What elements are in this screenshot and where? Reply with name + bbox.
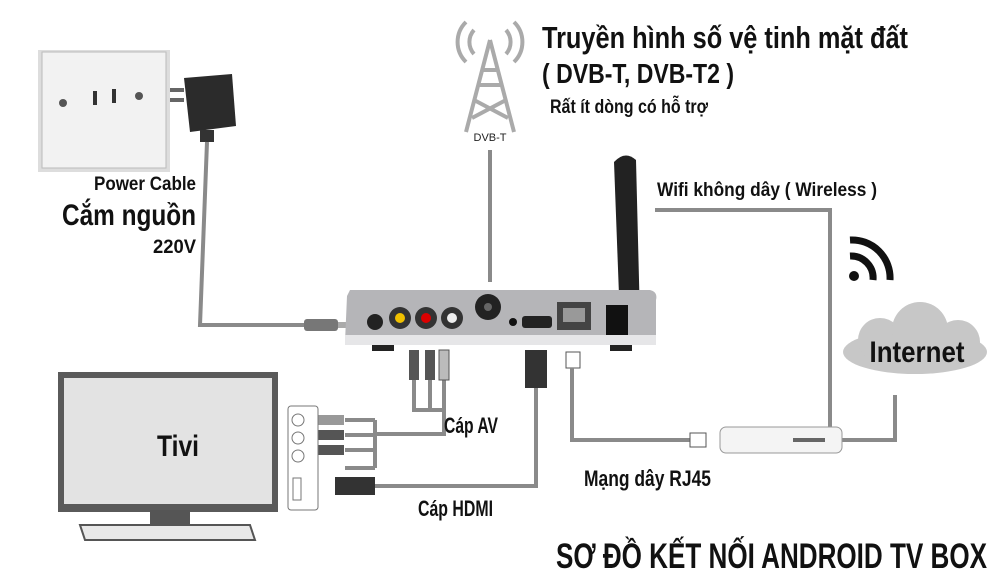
dvb-note: Rất ít dòng có hỗ trợ <box>550 96 708 118</box>
power-cable <box>197 141 310 327</box>
cloud-icon <box>843 302 987 374</box>
hdmi-cable <box>335 350 547 495</box>
wifi-icon <box>849 236 894 281</box>
tv-label: Tivi <box>157 430 199 463</box>
power-plug <box>304 319 338 331</box>
diagram-title: SƠ ĐỒ KẾT NỐI ANDROID TV BOX <box>556 536 987 576</box>
wifi-line <box>655 208 832 430</box>
internet-label: Internet <box>870 336 965 369</box>
power-cable-label: Power Cable <box>94 174 196 195</box>
av-cable <box>318 349 450 470</box>
tv-ports-panel <box>287 405 319 511</box>
android-tv-box <box>345 290 657 351</box>
wifi-antenna <box>614 155 640 322</box>
rj45-cable <box>565 351 707 448</box>
router <box>719 426 843 454</box>
power-label: Cắm nguồn <box>62 198 196 232</box>
antenna-tower-icon <box>455 20 525 133</box>
av-cable-label: Cáp AV <box>444 413 498 438</box>
wall-outlet <box>38 50 170 172</box>
hdmi-cable-label: Cáp HDMI <box>418 496 493 521</box>
dvb-subtitle: ( DVB-T, DVB-T2 ) <box>542 58 734 89</box>
power-adapter-icon <box>170 74 236 142</box>
voltage-label: 220V <box>153 237 196 258</box>
rj45-cable-label: Mạng dây RJ45 <box>584 466 711 491</box>
wifi-label: Wifi không dây ( Wireless ) <box>657 180 877 201</box>
tv-icon <box>58 372 278 541</box>
dvb-title: Truyền hình số vệ tinh mặt đất <box>542 20 908 55</box>
internet-line <box>842 395 897 442</box>
tower-label: DVB-T <box>474 132 507 144</box>
